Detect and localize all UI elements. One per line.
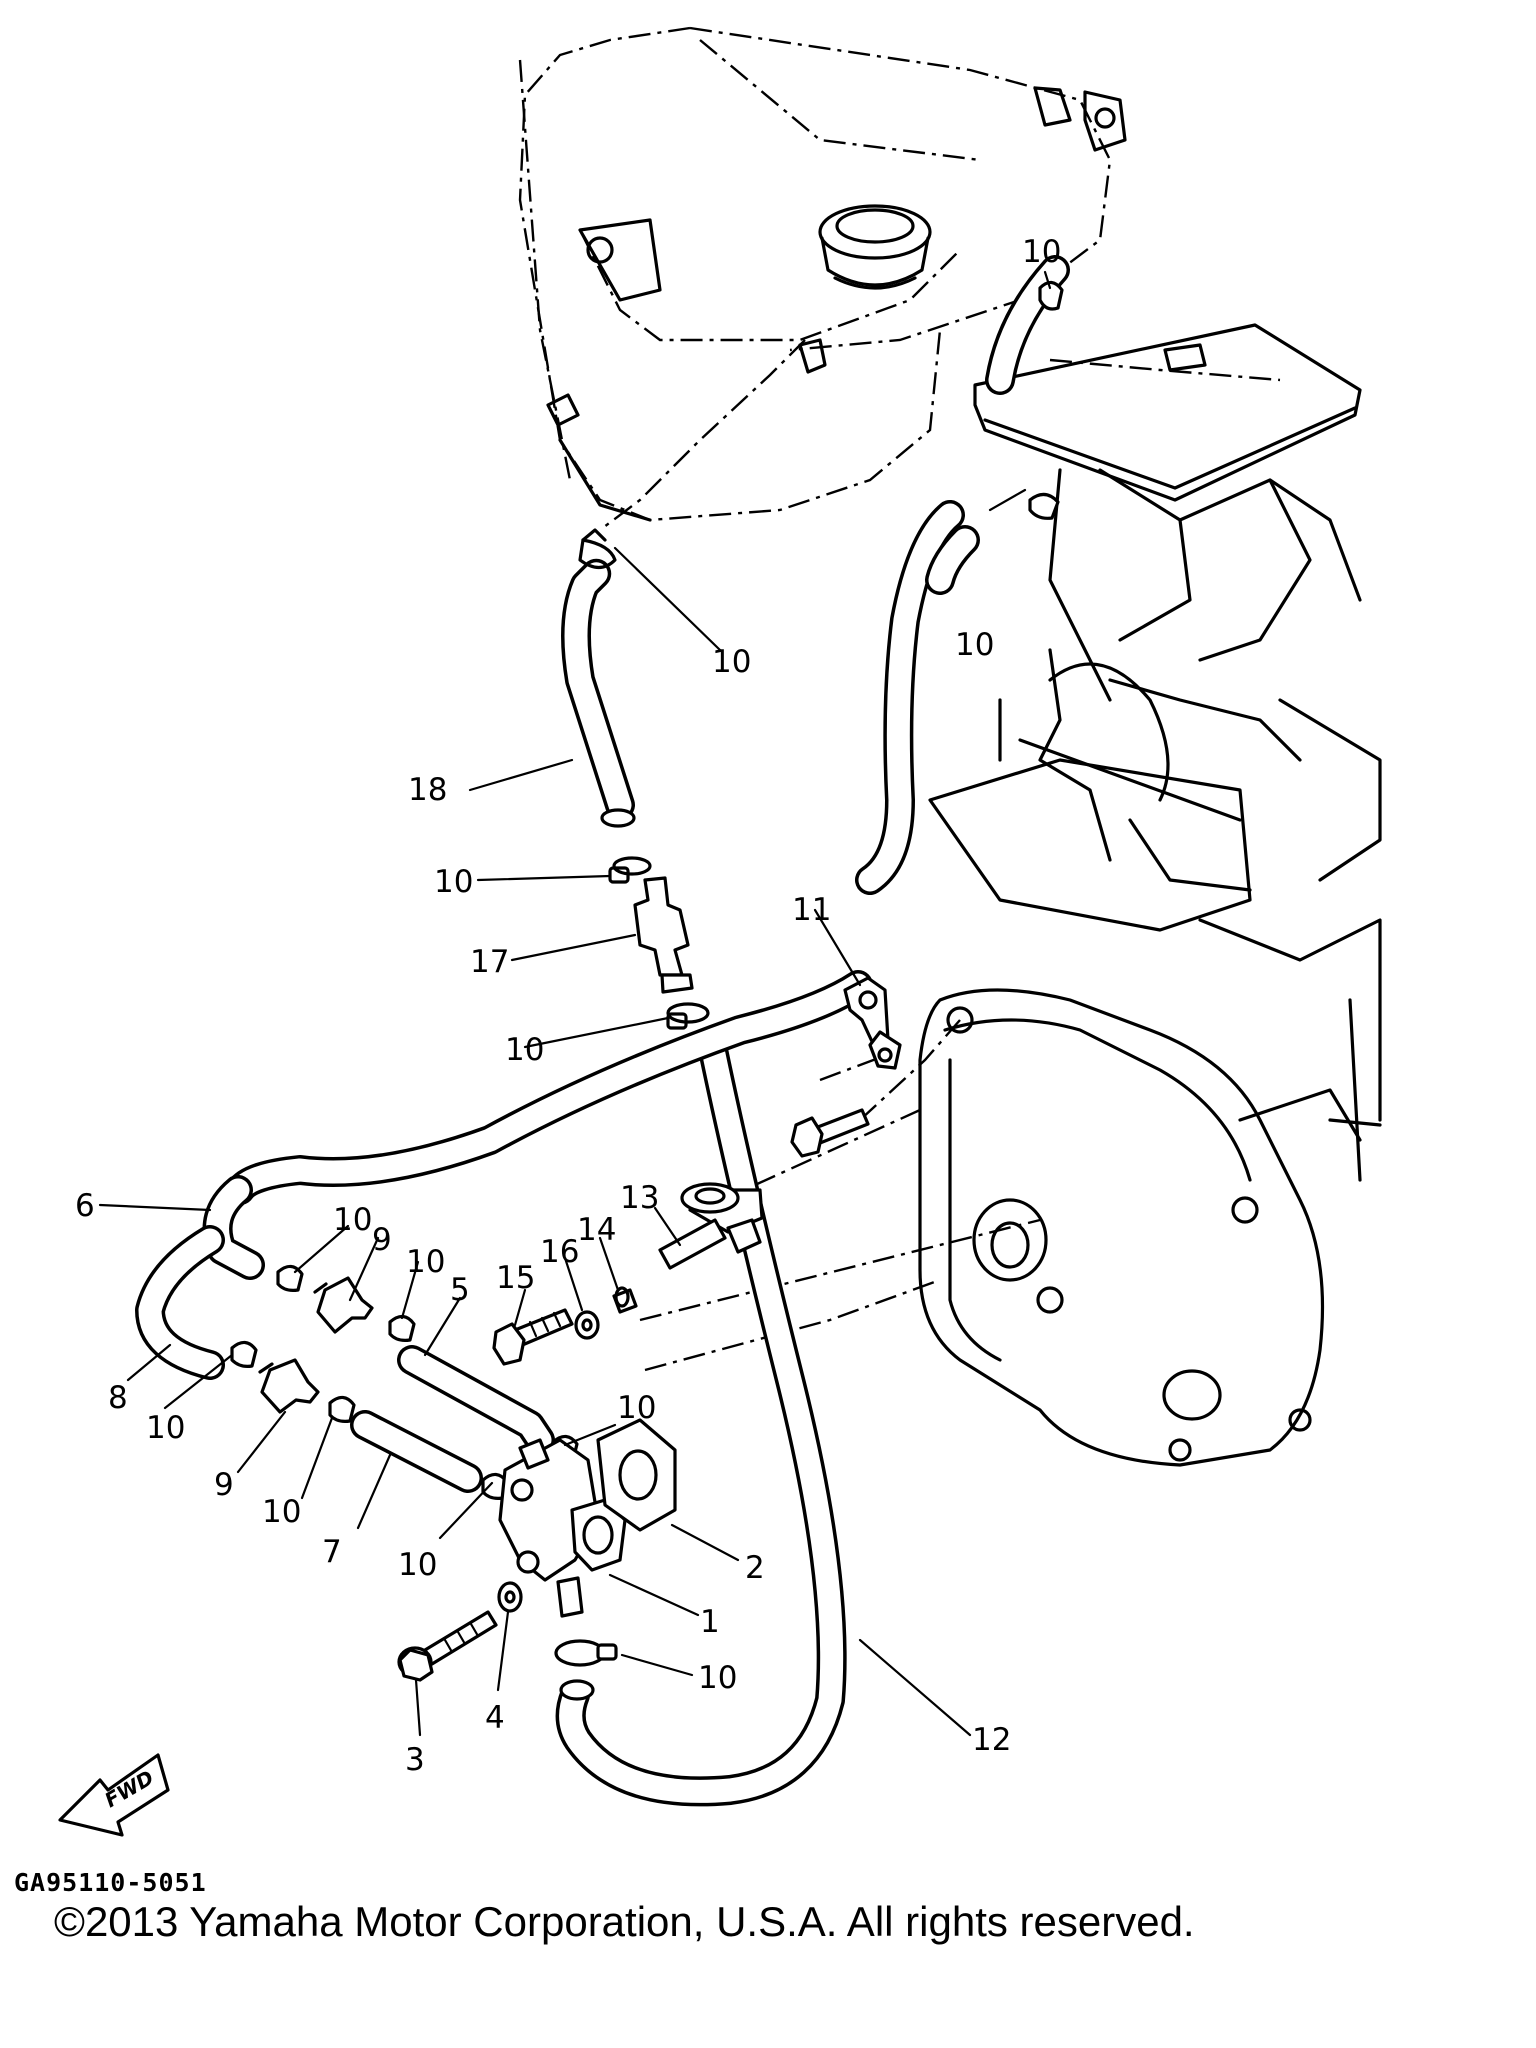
hose-8 <box>135 1225 225 1380</box>
copyright-notice: ©2013 Yamaha Motor Corporation, U.S.A. A… <box>54 1898 1195 1945</box>
clamp-under-tank <box>578 528 617 570</box>
callout-label: 10 <box>955 627 994 663</box>
collar-14 <box>612 1286 638 1314</box>
callout-label: 9 <box>214 1467 234 1503</box>
fuel-cock-1 <box>498 1438 627 1618</box>
washer-4 <box>497 1581 523 1613</box>
callout-label: 18 <box>408 772 447 808</box>
check-valve-9-upper <box>313 1276 374 1334</box>
callout-label: 10 <box>406 1244 445 1280</box>
callout-label: 10 <box>333 1202 372 1238</box>
washer-16 <box>574 1310 600 1340</box>
fwd-arrow-icon: FWD <box>58 1753 170 1837</box>
callout-label: 8 <box>108 1380 128 1416</box>
callout-label: 3 <box>405 1742 425 1778</box>
clamp-18-lower <box>608 856 652 884</box>
callout-leaders <box>98 270 1052 1737</box>
callout-label: 17 <box>470 944 509 980</box>
hose-12 <box>555 1030 847 1807</box>
gasket-2 <box>596 1418 677 1532</box>
fitting-13 <box>658 1182 764 1270</box>
bolt-3 <box>397 1610 498 1682</box>
bolt-bracket <box>790 1108 870 1158</box>
callout-label: 13 <box>620 1180 659 1216</box>
hose-5 <box>397 1345 555 1455</box>
callout-label: 15 <box>496 1260 535 1296</box>
callout-label: 10 <box>434 864 473 900</box>
hose-6 <box>202 255 1070 1280</box>
callout-label: 11 <box>792 892 831 928</box>
callout-label: 5 <box>450 1272 470 1308</box>
callout-label: 16 <box>540 1234 579 1270</box>
callout-numbers: 10 10 10 18 10 17 10 11 6 10 9 10 5 13 1… <box>75 234 1061 1778</box>
joint-17 <box>633 876 694 994</box>
callout-label: 10 <box>505 1032 544 1068</box>
callout-label: 12 <box>972 1722 1011 1758</box>
callout-label: 10 <box>712 644 751 680</box>
hose-7 <box>350 1410 483 1493</box>
check-valve-9-lower <box>258 1358 320 1414</box>
callout-label: 14 <box>577 1212 616 1248</box>
callout-label: 6 <box>75 1188 95 1224</box>
callout-label: 10 <box>262 1494 301 1530</box>
callout-label: 4 <box>485 1700 505 1736</box>
leader-lines <box>639 1019 1041 1372</box>
clamp-17-lower <box>666 1002 710 1030</box>
callout-label: 9 <box>372 1222 392 1258</box>
drawing-code: GA95110-5051 <box>14 1868 207 1897</box>
air-box-cover <box>973 323 1362 702</box>
fuel-tank <box>518 26 1127 531</box>
hose-18 <box>561 558 636 828</box>
engine-frame <box>918 648 1382 1467</box>
callout-label: 10 <box>146 1410 185 1446</box>
callout-label: 10 <box>698 1660 737 1696</box>
bracket-11 <box>843 976 902 1070</box>
callout-label: 2 <box>745 1550 765 1586</box>
callout-label: 10 <box>617 1390 656 1426</box>
callout-label: 10 <box>398 1547 437 1583</box>
callout-label: 7 <box>322 1534 342 1570</box>
callout-label: 10 <box>1022 234 1061 270</box>
bolt-15 <box>492 1308 574 1366</box>
callout-label: 1 <box>700 1604 720 1640</box>
